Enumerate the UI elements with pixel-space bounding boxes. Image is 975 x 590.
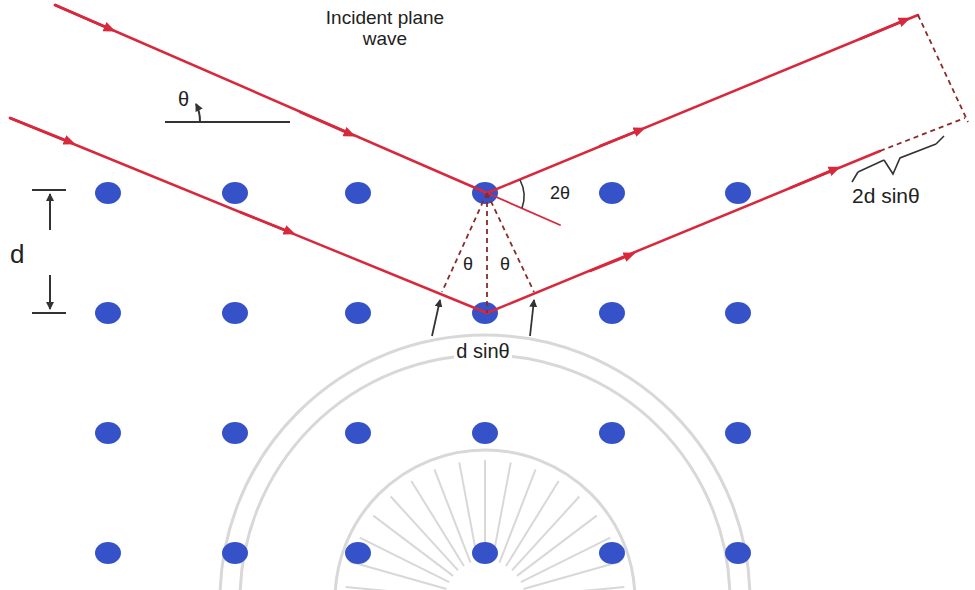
atom-dot — [222, 182, 248, 204]
watermark-ray — [492, 462, 510, 560]
watermark-ray — [512, 497, 579, 571]
atom-dot — [725, 182, 751, 204]
angle-arc — [520, 180, 524, 208]
atom-dot — [222, 422, 248, 444]
atom-dot — [472, 542, 498, 564]
watermark-ray — [517, 516, 597, 576]
atom-dot — [472, 422, 498, 444]
atom-dot — [222, 302, 248, 324]
atom-dot — [599, 182, 625, 204]
path-label: d sinθ — [454, 340, 511, 362]
watermark-ray — [459, 462, 477, 560]
watermark-ray — [360, 538, 450, 583]
spacing-label: d — [8, 240, 26, 269]
atom-dot — [725, 542, 751, 564]
atom-dot — [725, 422, 751, 444]
angle-label: θ — [176, 88, 191, 110]
wave-label: Incident plane wave — [318, 8, 452, 50]
atom-dot — [345, 182, 371, 204]
watermark-ray — [373, 516, 453, 576]
watermark-ray — [434, 469, 470, 562]
leader-arrows — [432, 300, 534, 336]
atom-dot — [345, 302, 371, 324]
watermark-ray — [506, 481, 559, 566]
atom-dot — [95, 422, 121, 444]
path-difference-construction — [442, 15, 968, 313]
atom-dot — [95, 302, 121, 324]
watermark-ray — [391, 497, 458, 571]
atom-dot — [599, 422, 625, 444]
atom-dot — [725, 302, 751, 324]
atom-dot — [599, 542, 625, 564]
atom-dot — [95, 542, 121, 564]
watermark-ray — [523, 562, 619, 589]
watermark-ray — [350, 562, 446, 589]
atom-dot — [599, 302, 625, 324]
angle-label: θ — [498, 255, 512, 275]
atom-dot — [345, 422, 371, 444]
path-label: 2d sinθ — [850, 184, 922, 207]
atom-lattice — [95, 182, 751, 564]
watermark-ray — [521, 538, 611, 583]
atom-dot — [95, 182, 121, 204]
watermark-ray — [525, 587, 625, 590]
atom-dot — [345, 542, 371, 564]
x-ray-paths — [10, 5, 918, 313]
watermark-ray — [346, 587, 446, 590]
angle-label: 2θ — [548, 184, 572, 204]
spacing-dimension — [32, 190, 66, 313]
atom-dot — [222, 542, 248, 564]
watermark-seal — [220, 335, 750, 590]
path-bracket — [852, 136, 944, 182]
angle-label: θ — [461, 255, 475, 275]
